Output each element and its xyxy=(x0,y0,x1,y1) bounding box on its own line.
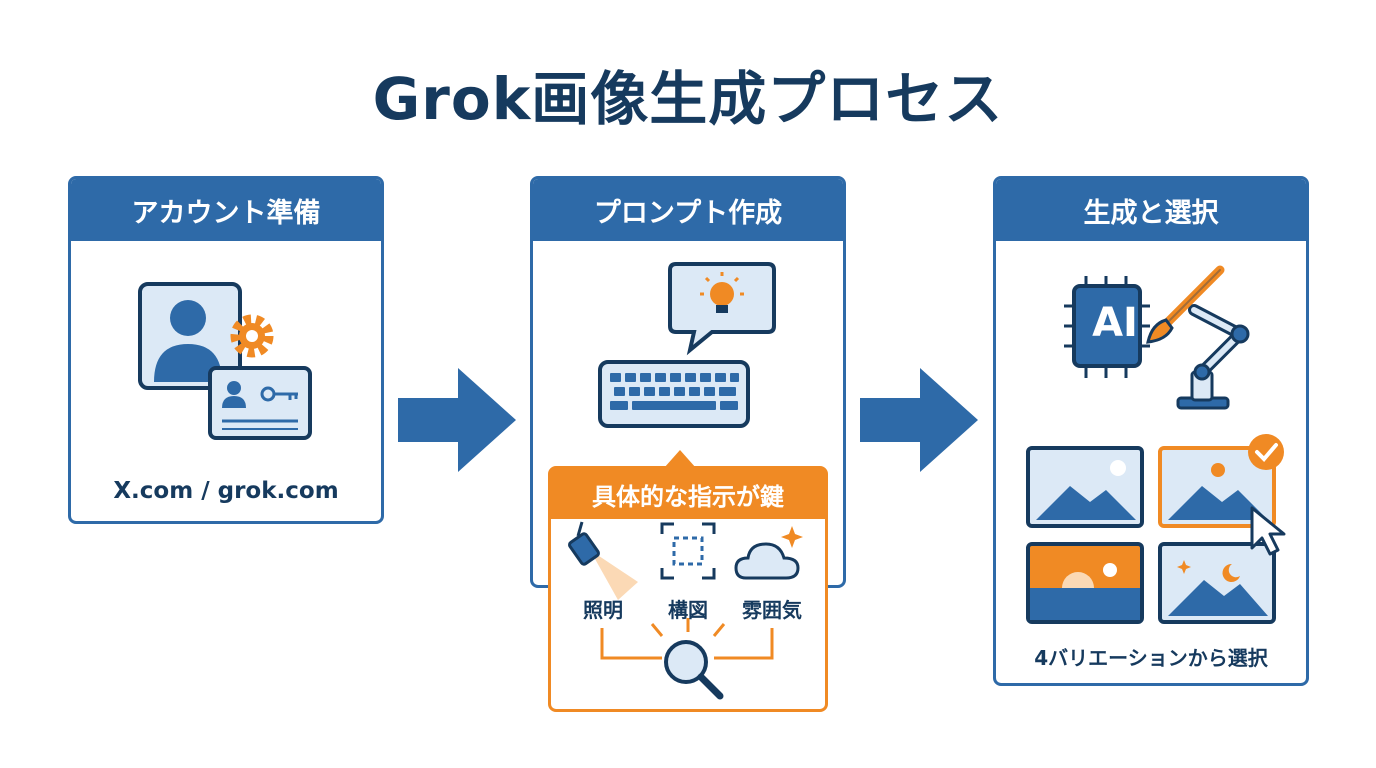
ai-robot-illustration xyxy=(1064,265,1250,410)
key-icon xyxy=(260,386,298,402)
key-instructions-heading: 具体的な指示が鍵 xyxy=(551,469,825,519)
spotlight-icon xyxy=(568,521,638,600)
check-icon xyxy=(1248,434,1284,470)
ai-chip-label: AI xyxy=(1092,300,1138,346)
step-account-caption: X.com / grok.com xyxy=(113,478,339,504)
step-generate-caption: 4バリエーションから選択 xyxy=(1034,646,1268,670)
image-thumbnail-icon xyxy=(1026,542,1144,624)
key-box-pointer xyxy=(664,450,696,468)
key-item-atmosphere: 雰囲気 xyxy=(742,598,802,622)
robot-arm-icon xyxy=(1176,304,1250,410)
step-prompt-heading: プロンプト作成 xyxy=(533,179,843,241)
magnifier-icon xyxy=(600,618,774,700)
prompt-illustration xyxy=(598,262,776,428)
frame-icon xyxy=(660,522,716,580)
image-thumbnail-icon xyxy=(1026,446,1144,528)
image-variations-grid xyxy=(1026,434,1286,624)
arrow-right-icon xyxy=(398,368,516,472)
image-thumbnail-icon xyxy=(1158,542,1276,624)
key-item-composition: 構図 xyxy=(668,598,708,622)
id-card-icon xyxy=(208,366,312,440)
step-account-panel: アカウント準備 xyxy=(68,176,384,524)
image-thumbnail-selected-icon xyxy=(1158,446,1276,528)
step-account-heading: アカウント準備 xyxy=(71,179,381,241)
page-title: Grok画像生成プロセス xyxy=(372,65,1004,133)
key-items-illustration xyxy=(568,521,803,700)
arrow-right-icon xyxy=(860,368,978,472)
account-illustration xyxy=(138,282,312,440)
step-generate-heading: 生成と選択 xyxy=(996,179,1306,241)
lightbulb-icon xyxy=(700,272,744,313)
cloud-icon xyxy=(734,526,803,580)
gear-icon xyxy=(230,314,274,358)
keyboard-icon xyxy=(598,360,750,428)
cursor-icon xyxy=(1250,506,1286,556)
key-item-lighting: 照明 xyxy=(583,598,623,622)
ai-chip-icon xyxy=(1064,276,1150,378)
brush-icon xyxy=(1146,265,1225,344)
